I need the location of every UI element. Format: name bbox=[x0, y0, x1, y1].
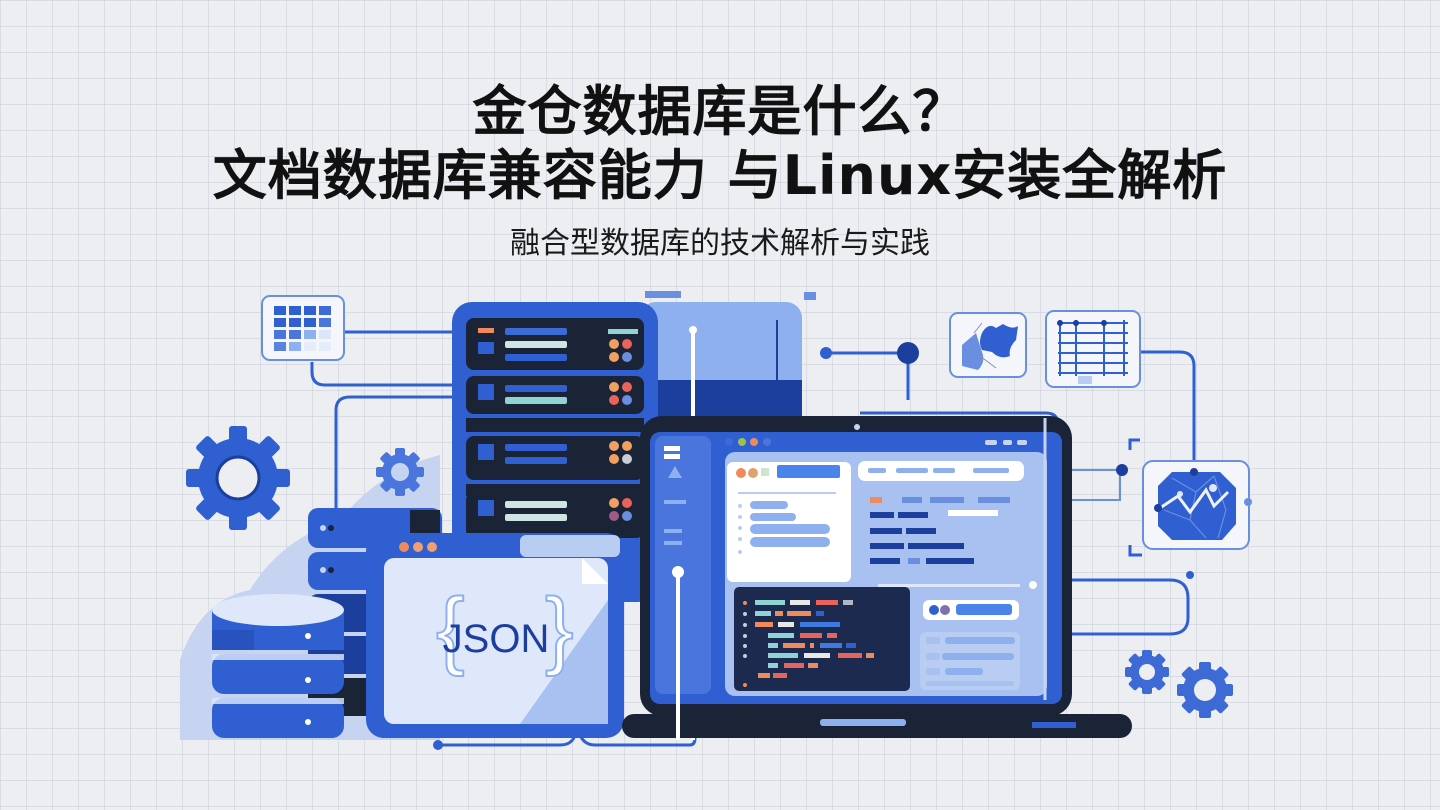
page-title-line1: 金仓数据库是什么？ bbox=[472, 80, 968, 143]
close-brace-icon: } bbox=[545, 581, 574, 677]
server-unit bbox=[466, 318, 644, 370]
map-icon bbox=[949, 312, 1027, 378]
gear-icon bbox=[186, 426, 290, 530]
spreadsheet-icon bbox=[1045, 310, 1141, 388]
network-chart-icon bbox=[1142, 460, 1252, 550]
table-grid-icon bbox=[261, 295, 345, 361]
back-panel bbox=[640, 291, 816, 432]
page-subtitle: 融合型数据库的技术解析与实践 bbox=[510, 226, 930, 261]
laptop-dashboard bbox=[622, 416, 1132, 740]
server-unit bbox=[466, 492, 644, 538]
open-brace-icon: { bbox=[436, 581, 465, 677]
json-document-window: { } JSON bbox=[366, 533, 624, 738]
gear-icon bbox=[376, 448, 424, 496]
database-stack-icon bbox=[212, 594, 344, 738]
gear-icon bbox=[1125, 650, 1169, 694]
gear-icon bbox=[1177, 662, 1233, 718]
page-title-line2: 文档数据库兼容能力 与Linux安装全解析 bbox=[212, 144, 1228, 207]
server-unit bbox=[466, 376, 644, 414]
json-label: JSON bbox=[443, 617, 550, 661]
server-unit bbox=[466, 436, 644, 480]
server-rack bbox=[452, 302, 697, 740]
